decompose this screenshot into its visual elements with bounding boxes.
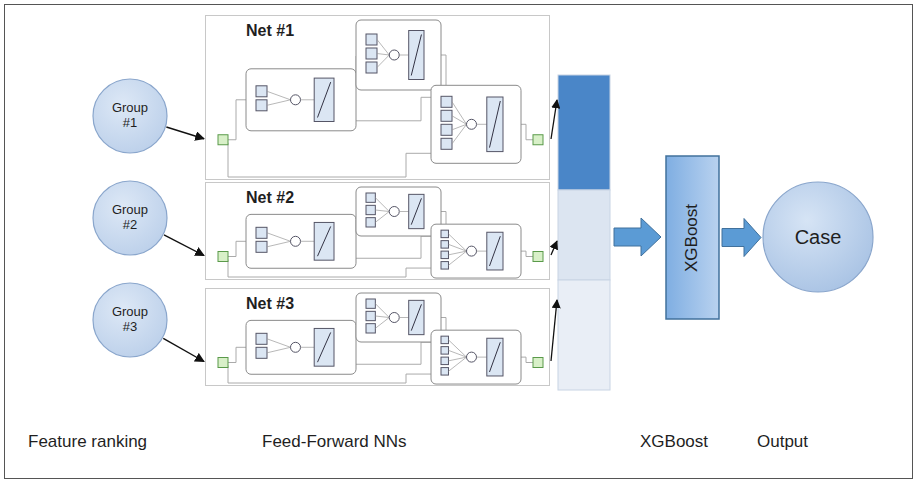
group-circle: Group #1: [92, 78, 168, 154]
group-circle: Group #2: [92, 180, 168, 256]
output-arrow: [551, 300, 557, 361]
node-label: Group #1: [105, 101, 155, 131]
network-illustration: [218, 20, 543, 177]
node-label: XGBoost: [683, 203, 703, 271]
column-caption: Feature ranking: [28, 432, 147, 452]
input-arrow: [164, 235, 204, 256]
column-caption: Feed-Forward NNs: [262, 432, 407, 452]
node-label: Case: [795, 226, 842, 249]
network-panel: Net #2: [205, 182, 550, 280]
network-title: Net #2: [246, 189, 294, 207]
network-illustration: [218, 187, 543, 278]
node-label: Group #3: [105, 305, 155, 335]
network-panel: Net #1: [205, 15, 550, 180]
outer-frame: [5, 5, 913, 479]
group-circle: Group #3: [92, 282, 168, 358]
network-illustration: [218, 293, 543, 384]
xgboost-box: XGBoost: [665, 155, 720, 320]
feature-bar-segment: [558, 280, 610, 390]
node-label: Group #2: [105, 203, 155, 233]
network-title: Net #1: [246, 22, 294, 40]
node-shape: [206, 16, 551, 181]
input-arrow: [166, 127, 204, 139]
output-arrow: [551, 241, 557, 255]
column-caption: XGBoost: [640, 432, 708, 452]
network-title: Net #3: [246, 295, 294, 313]
column-caption: Output: [757, 432, 808, 452]
feature-bar-segment: [558, 190, 610, 280]
block-arrow: [722, 219, 761, 257]
group-circle: Case: [762, 181, 874, 293]
block-arrow: [614, 218, 661, 256]
output-arrow: [551, 100, 557, 139]
feature-bar-segment: [558, 75, 610, 190]
network-panel: Net #3: [205, 288, 550, 386]
input-arrow: [163, 338, 204, 361]
